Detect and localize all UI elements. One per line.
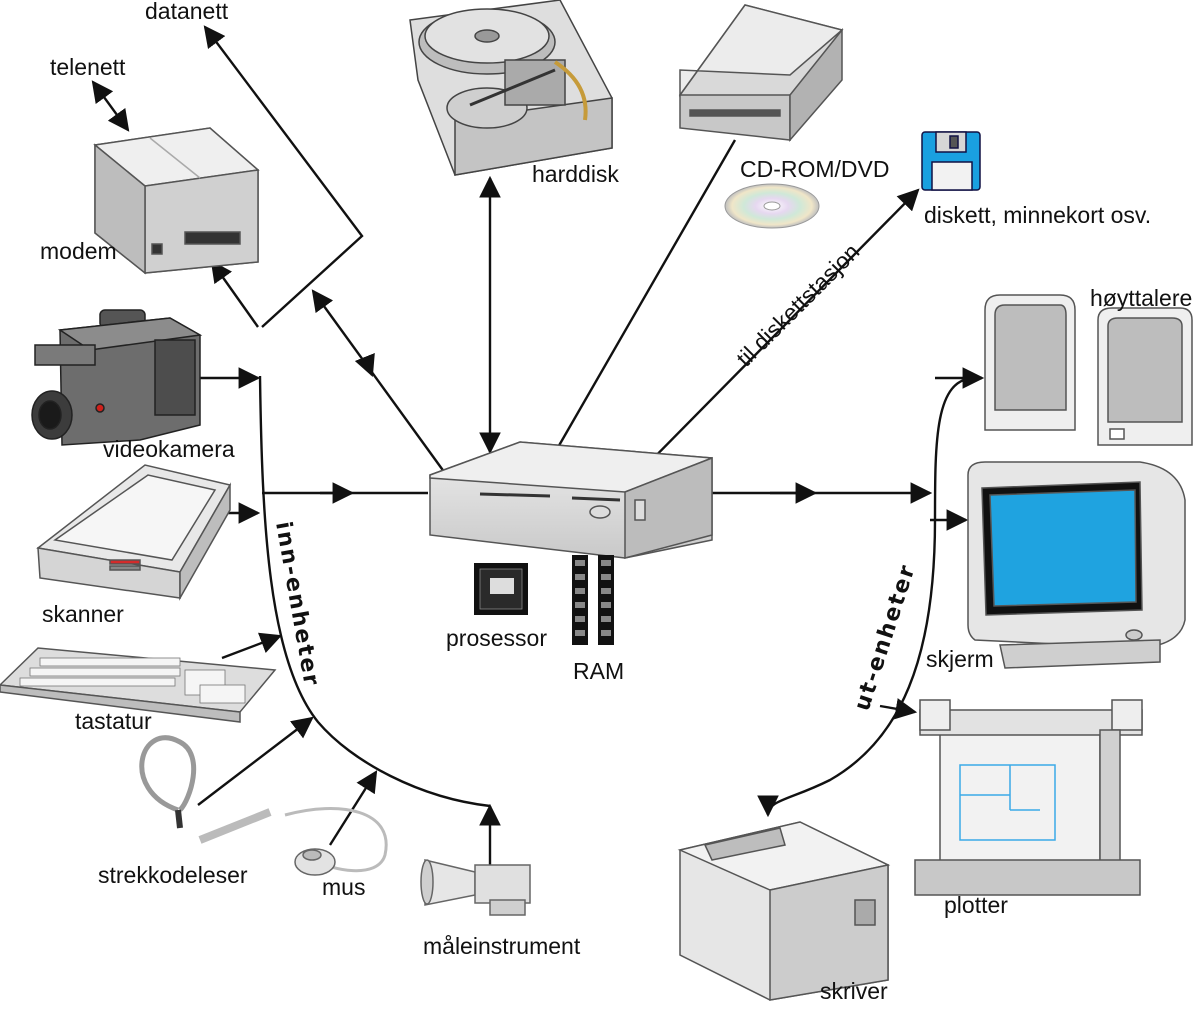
strekkodeleser-arrow (197, 716, 314, 806)
skriver-icon (677, 821, 891, 1001)
mus-icon (284, 807, 388, 876)
diskett-icon (921, 131, 981, 191)
diskettstasjon-label: til diskettstasjon (731, 238, 864, 371)
cdrom-arrow (536, 139, 737, 484)
mus-arrow (328, 770, 378, 846)
videokamera-icon (31, 309, 203, 446)
network-to-computer-arrow (311, 289, 451, 481)
prosessor-label: prosessor (446, 625, 547, 651)
datanett-arrow (203, 25, 364, 328)
ram-icon (572, 555, 614, 645)
hoyttalere-label: høyttalere (1090, 285, 1193, 311)
skanner-label: skanner (42, 601, 124, 627)
cd-disc-icon (724, 183, 820, 229)
strekkodeleser-icon (139, 735, 272, 844)
tastatur-arrow (221, 632, 283, 660)
diskettstasjon-arrow (626, 188, 920, 486)
skjerm-label: skjerm (926, 646, 994, 672)
datanett-label: datanett (145, 0, 229, 24)
harddisk-label: harddisk (532, 161, 619, 187)
mus-label: mus (322, 874, 366, 900)
modem-icon (93, 127, 260, 275)
diskett-label: diskett, minnekort osv. (924, 202, 1152, 228)
connections (91, 25, 985, 865)
plotter-arrow (879, 698, 918, 720)
telenett-arrow (91, 80, 130, 132)
ut-enheter-label: ut-enheter (850, 561, 921, 714)
tastatur-icon (0, 647, 277, 723)
skriver-label: skriver (820, 978, 888, 1004)
speaker-icon (984, 294, 1193, 446)
skanner-icon (36, 464, 232, 601)
prosessor-icon (474, 563, 528, 615)
inn-enheter-label: inn-enheter (270, 520, 324, 689)
maleinstrument-label: måleinstrument (423, 933, 581, 959)
cdrom-drive-icon (678, 4, 844, 143)
maleinstrument-icon (420, 859, 531, 916)
plotter-label: plotter (944, 892, 1008, 918)
harddisk-icon (409, 0, 613, 176)
ut-enheter-curve (757, 376, 976, 818)
cdrom-label: CD-ROM/DVD (740, 156, 890, 182)
strekkodeleser-label: strekkodeleser (98, 862, 248, 888)
computer-icon (429, 441, 713, 559)
telenett-label: telenett (50, 54, 126, 80)
modem-label: modem (40, 238, 117, 264)
ram-label: RAM (573, 658, 625, 684)
videokamera-label: videokamera (103, 436, 235, 462)
tastatur-label: tastatur (75, 708, 152, 734)
modem-arrow (210, 260, 259, 328)
plotter-icon (914, 699, 1143, 896)
skjerm-icon (967, 461, 1186, 669)
